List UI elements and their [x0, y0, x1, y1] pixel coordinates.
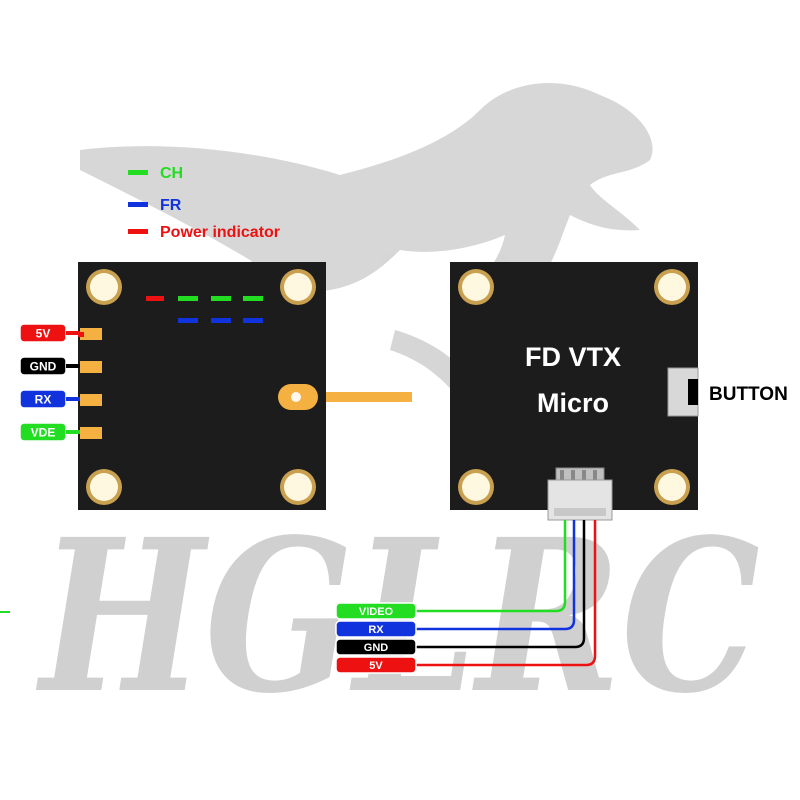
side-button	[667, 367, 699, 417]
left-board	[78, 262, 326, 510]
legend-item-fr: FR	[128, 197, 182, 214]
legend-swatch-fr	[128, 202, 148, 207]
jst-connector-icon	[547, 467, 613, 521]
wire-labels: VIDEO RX GND 5V	[335, 602, 417, 674]
wire-gnd	[392, 520, 586, 649]
fr-led	[178, 318, 198, 323]
board-title-line1: FD VTX	[525, 342, 621, 372]
legend-label-power: Power indicator	[160, 224, 280, 241]
power-led	[146, 296, 164, 301]
svg-text:GND: GND	[364, 642, 389, 654]
mounting-hole-icon	[280, 469, 316, 505]
pin-label-5v: 5V	[19, 323, 84, 343]
legend-item-ch: CH	[128, 165, 183, 182]
svg-text:VIDEO: VIDEO	[359, 606, 394, 618]
led-legend: CH FR Power indicator	[128, 165, 280, 241]
wire-label-gnd: GND	[335, 638, 417, 656]
mounting-hole-icon	[280, 269, 316, 305]
solder-pad	[80, 394, 102, 406]
left-pin-labels: 5V GND RX VDE	[19, 323, 84, 442]
mounting-hole-icon	[86, 269, 122, 305]
mounting-hole-icon	[458, 269, 494, 305]
svg-text:VDE: VDE	[31, 426, 56, 440]
svg-text:GND: GND	[30, 360, 57, 374]
legend-item-power: Power indicator	[128, 224, 280, 241]
antenna-connector-icon	[278, 384, 318, 410]
button-label: BUTTON	[709, 384, 788, 405]
mounting-hole-icon	[458, 469, 494, 505]
svg-text:RX: RX	[35, 393, 52, 407]
ch-led	[211, 296, 231, 301]
fr-led	[211, 318, 231, 323]
pin-label-rx: RX	[19, 389, 80, 409]
fr-led	[243, 318, 263, 323]
legend-swatch-power	[128, 229, 148, 234]
wire-label-video: VIDEO	[335, 602, 417, 620]
wire-5v	[392, 520, 597, 667]
mounting-hole-icon	[86, 469, 122, 505]
legend-swatch-ch	[128, 170, 148, 175]
ch-led	[243, 296, 263, 301]
connector-wires	[392, 520, 597, 667]
svg-text:RX: RX	[368, 624, 384, 636]
wire-label-rx: RX	[335, 620, 417, 638]
solder-pad	[80, 361, 102, 373]
legend-label-ch: CH	[160, 165, 183, 182]
mounting-hole-icon	[654, 469, 690, 505]
wire-rx	[392, 520, 576, 631]
antenna	[300, 392, 412, 402]
antenna-wire	[300, 392, 412, 402]
legend-label-fr: FR	[160, 197, 182, 214]
board-title-line2: Micro	[537, 388, 609, 418]
edge-marker	[0, 611, 10, 613]
pin-label-vde: VDE	[19, 422, 80, 442]
pin-label-gnd: GND	[19, 356, 80, 376]
solder-pad	[80, 427, 102, 439]
svg-text:5V: 5V	[369, 660, 383, 672]
solder-pad	[80, 328, 102, 340]
svg-text:5V: 5V	[36, 327, 51, 341]
right-board: FD VTX Micro BUTTON	[450, 262, 788, 521]
wire-label-5v: 5V	[335, 656, 417, 674]
wire-video	[395, 520, 567, 613]
mounting-hole-icon	[654, 269, 690, 305]
ch-led	[178, 296, 198, 301]
